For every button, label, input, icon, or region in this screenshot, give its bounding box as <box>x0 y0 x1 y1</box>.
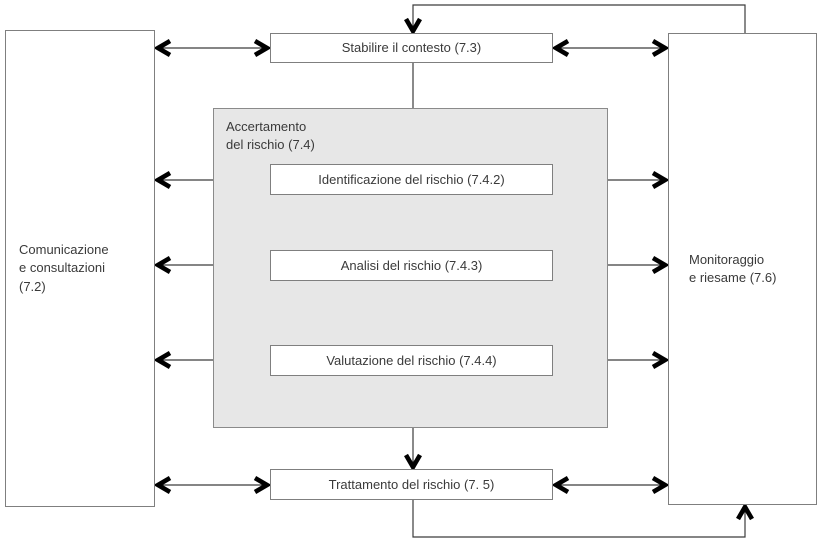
box-risk-treatment: Trattamento del rischio (7. 5) <box>270 469 553 500</box>
edge-treatment-to-monitoring-loop <box>412 500 754 538</box>
edge-treatment-monitoring <box>551 476 670 494</box>
edge-context-monitoring <box>551 39 670 57</box>
communication-label: Comunicazione e consultazioni (7.2) <box>19 241 109 294</box>
edge-assessment-to-treatment <box>404 428 422 472</box>
establish-context-label: Stabilire il contesto (7.3) <box>341 40 482 55</box>
box-monitoring-review: Monitoraggio e riesame (7.6) <box>668 33 817 505</box>
box-risk-evaluation: Valutazione del rischio (7.4.4) <box>270 345 553 376</box>
edge-communication-treatment <box>153 476 272 494</box>
risk-assessment-label: Accertamento del rischio (7.4) <box>226 119 315 153</box>
box-establish-context: Stabilire il contesto (7.3) <box>270 33 553 63</box>
box-risk-analysis: Analisi del rischio (7.4.3) <box>270 250 553 281</box>
risk-identification-label: Identificazione del rischio (7.4.2) <box>318 172 505 187</box>
box-communication-consultation: Comunicazione e consultazioni (7.2) <box>5 30 155 507</box>
risk-analysis-label: Analisi del rischio (7.4.3) <box>340 258 483 273</box>
edge-communication-context <box>153 39 272 57</box>
risk-evaluation-label: Valutazione del rischio (7.4.4) <box>326 353 497 368</box>
box-risk-identification: Identificazione del rischio (7.4.2) <box>270 164 553 195</box>
risk-treatment-label: Trattamento del rischio (7. 5) <box>328 477 495 492</box>
edge-monitoring-to-context <box>404 4 746 36</box>
monitoring-label: Monitoraggio e riesame (7.6) <box>689 251 777 285</box>
